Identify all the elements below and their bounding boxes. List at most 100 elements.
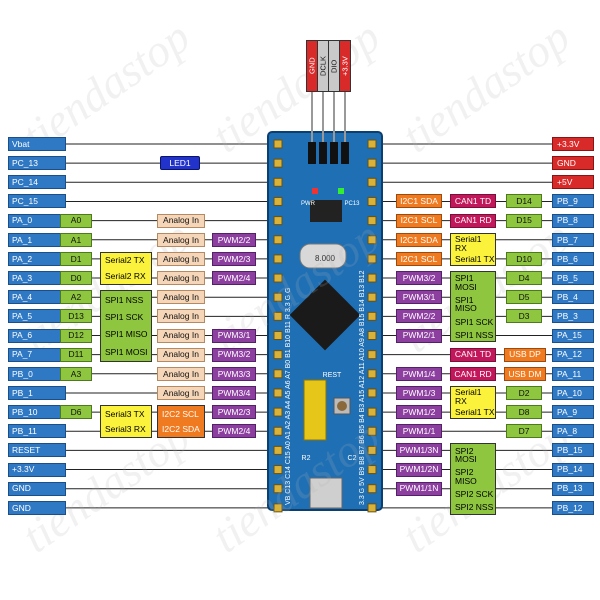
left-analog-label: Analog In <box>157 328 205 343</box>
right-pin-label: +5V <box>552 175 594 190</box>
right-pwm-label: PWM1/4 <box>396 366 442 381</box>
left-pin-label: PC_13 <box>8 156 66 171</box>
board-pad <box>273 292 283 302</box>
right-spi2-group-item: SPI2 MOSI <box>455 445 477 465</box>
right-arduino-label: D14 <box>506 194 542 209</box>
right-pwm-label: PWM1/2N <box>396 462 442 477</box>
right-usb-label: USB DP <box>504 347 546 362</box>
r2-label: R2 <box>302 455 311 462</box>
left-pin-label: PA_1 <box>8 232 66 247</box>
right-i2c1-label: I2C1 SDA <box>396 194 442 209</box>
left-analog-label: Analog In <box>157 309 205 324</box>
left-arduino-label: A0 <box>60 213 92 228</box>
right-pin-label: PB_15 <box>552 443 594 458</box>
board-pad <box>367 235 377 245</box>
right-pin-label: PB_7 <box>552 232 594 247</box>
reset-label: REST <box>323 372 342 379</box>
right-arduino-label: D7 <box>506 424 542 439</box>
right-serial1-group-item: Serial1 RX <box>455 234 482 253</box>
left-pin-label: PA_5 <box>8 309 66 324</box>
board-pad <box>273 503 283 513</box>
left-analog-label: Analog In <box>157 271 205 286</box>
right-spi1-group-item: SPI1 MISO <box>455 294 477 314</box>
right-can1-label: CAN1 RD <box>450 213 496 228</box>
right-spi1-group-item: SPI1 SCK <box>455 316 494 327</box>
board-pad <box>273 177 283 187</box>
board-pad <box>273 388 283 398</box>
left-pin-label: PB_11 <box>8 424 66 439</box>
usb-connector <box>309 477 343 509</box>
board-pad <box>273 369 283 379</box>
left-spi1-group-item: SPI1 NSS <box>105 294 144 305</box>
left-pwm-label: PWM3/1 <box>212 328 256 343</box>
swd-header-body <box>319 142 327 164</box>
right-arduino-label: D8 <box>506 405 542 420</box>
right-pin-label: PB_12 <box>552 500 594 515</box>
left-serial2-group-item: Serial2 RX <box>105 270 146 281</box>
right-arduino-label: D15 <box>506 213 542 228</box>
right-arduino-label: D10 <box>506 251 542 266</box>
board-pad <box>367 311 377 321</box>
left-arduino-label: A2 <box>60 290 92 305</box>
right-pin-label: PB_5 <box>552 271 594 286</box>
left-pwm-label: PWM2/3 <box>212 251 256 266</box>
right-pin-label: PA_15 <box>552 328 594 343</box>
left-analog-label: Analog In <box>157 366 205 381</box>
crystal-label: 8.000 <box>315 254 336 263</box>
left-pin-label: PA_0 <box>8 213 66 228</box>
left-analog-label: Analog In <box>157 347 205 362</box>
board-pad <box>273 139 283 149</box>
left-pin-label: PA_3 <box>8 271 66 286</box>
right-arduino-label: D2 <box>506 385 542 400</box>
swd-header-body <box>330 142 338 164</box>
header-pin-label: +3.3V <box>339 40 351 92</box>
right-pin-label: PA_11 <box>552 366 594 381</box>
regulator-chip <box>310 200 342 222</box>
left-analog-label: Analog In <box>157 213 205 228</box>
right-usb-label: USB DM <box>504 366 546 381</box>
right-spi1-group-item: SPI1 NSS <box>455 329 494 340</box>
board-pad <box>367 254 377 264</box>
right-pwm-label: PWM1/3N <box>396 443 442 458</box>
left-pwm-label: PWM3/2 <box>212 347 256 362</box>
board-pad <box>367 196 377 206</box>
board-pad <box>273 235 283 245</box>
left-serial2-group-item: Serial2 TX <box>105 255 145 266</box>
right-pin-label: PB_4 <box>552 290 594 305</box>
left-pin-label: PB_0 <box>8 366 66 381</box>
left-arduino-label: D6 <box>60 405 92 420</box>
left-pin-label: PA_4 <box>8 290 66 305</box>
board-pad <box>367 503 377 513</box>
left-arduino-label: D0 <box>60 271 92 286</box>
swd-header-body <box>341 142 349 164</box>
swd-header-body <box>308 142 316 164</box>
right-spi2-group-item: SPI2 NSS <box>455 502 494 513</box>
left-pin-label: GND <box>8 481 66 496</box>
left-pin-label: +3.3V <box>8 462 66 477</box>
left-pwm-label: PWM2/3 <box>212 405 256 420</box>
right-pin-label: GND <box>552 156 594 171</box>
right-pwm-label: PWM2/1 <box>396 328 442 343</box>
board-pad <box>367 292 377 302</box>
board-pad <box>367 177 377 187</box>
led1-label: LED1 <box>160 156 200 171</box>
right-pin-label: PA_10 <box>552 385 594 400</box>
board-pad <box>367 445 377 455</box>
left-i2c2-group-item: I2C2 SCL <box>162 408 199 419</box>
board-pad <box>367 158 377 168</box>
right-can1-label: CAN1 TD <box>450 347 496 362</box>
board-pad <box>273 445 283 455</box>
left-pin-label: PB_10 <box>8 405 66 420</box>
right-arduino-label: D5 <box>506 290 542 305</box>
right-spi2-group-item: SPI2 SCK <box>455 488 494 499</box>
right-pin-label: PB_13 <box>552 481 594 496</box>
crystal <box>299 243 347 269</box>
board-pad <box>367 388 377 398</box>
board-pad <box>367 407 377 417</box>
boot-jumpers <box>303 379 327 441</box>
